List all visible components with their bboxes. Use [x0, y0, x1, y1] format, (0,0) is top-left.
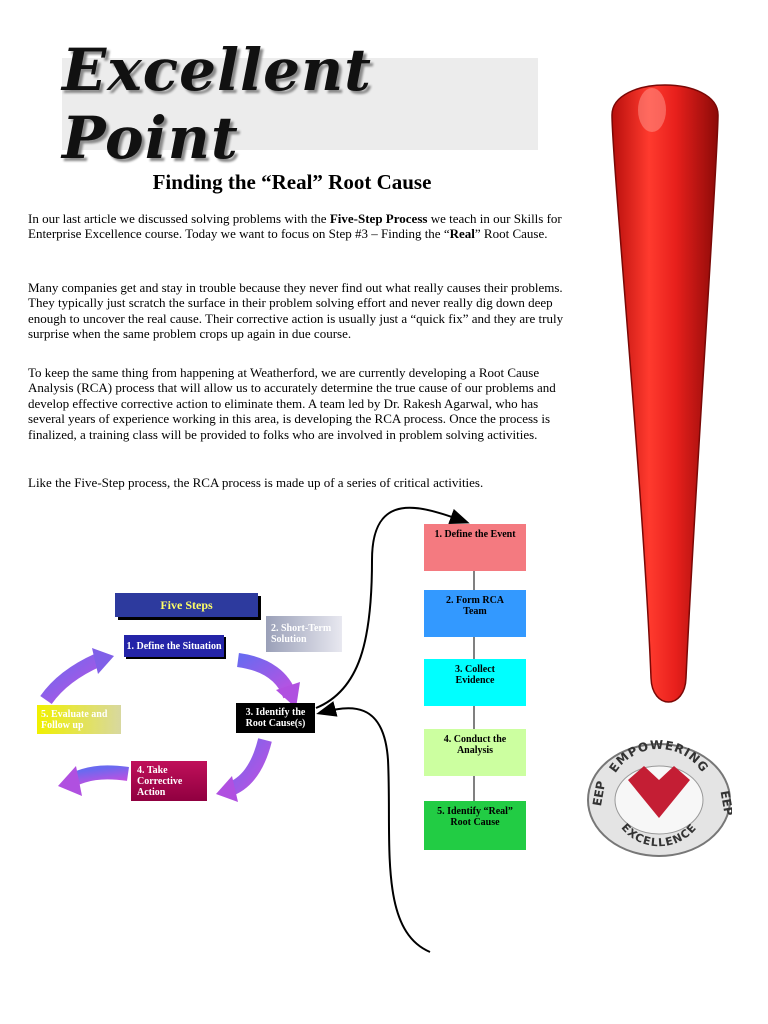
banner-text: Excellent Point [62, 36, 372, 172]
cycle-arrow-3-to-4 [225, 738, 272, 797]
rca-step-identify-real-root: 5. Identify “Real” Root Cause [424, 801, 526, 850]
exclamation-mark-graphic [611, 84, 719, 703]
step-evaluate-label: 5. Evaluate and Follow up [41, 708, 108, 731]
rca-step-5-label: 5. Identify “Real” Root Cause [437, 806, 513, 828]
cycle-arrow-4-to-5 [69, 765, 129, 787]
step-evaluate-follow-up: 5. Evaluate and Follow up [37, 705, 121, 734]
step-short-term-label: 2. Short-Term Solution [271, 623, 332, 645]
rca-step-4-label: 4. Conduct the Analysis [443, 734, 507, 756]
step-define-situation-label: 1. Define the Situation [126, 640, 222, 652]
heart-icon [628, 766, 690, 818]
step-short-term-solution: 2. Short-Term Solution [266, 616, 342, 652]
rca-step-define-event: 1. Define the Event [424, 524, 526, 571]
rca-step-collect-evidence: 3. Collect Evidence [424, 659, 526, 706]
rca-step-3-label: 3. Collect Evidence [455, 664, 495, 686]
step-identify-root-cause-label: 3. Identify the Root Cause(s) [245, 707, 306, 729]
step-corrective-action: 4. Take Corrective Action [131, 761, 207, 801]
five-steps-title-text: Five Steps [160, 597, 213, 612]
p1-text-e: ” Root Cause. [474, 226, 548, 242]
paragraph-4: Like the Five-Step process, the RCA proc… [28, 475, 484, 490]
p1-bold-real: Real [449, 226, 475, 242]
curve-to-define-event [315, 506, 470, 709]
p1-bold-five-step: Five-Step Process [329, 211, 428, 226]
rca-step-2-label: 2. Form RCA Team [445, 595, 505, 617]
paragraph-1: In our last article we discussed solving… [28, 211, 573, 242]
rca-step-form-team: 2. Form RCA Team [424, 590, 526, 637]
p1-text-c: we teach in our Skills for Enterprise Ex… [28, 211, 562, 242]
excellent-point-banner: Excellent Point [62, 36, 538, 172]
paragraph-3: To keep the same thing from happening at… [28, 365, 556, 442]
curve-back-to-root-cause [316, 701, 431, 953]
logo-right-text: EEP [718, 790, 732, 817]
rca-step-1-label: 1. Define the Event [434, 529, 516, 540]
article-title: Finding the “Real” Root Cause [152, 170, 432, 194]
eep-logo: EMPOWERING EXCELLENCE EEP EEP [587, 738, 732, 857]
rca-step-conduct-analysis: 4. Conduct the Analysis [424, 729, 526, 776]
step-corrective-action-label: 4. Take Corrective Action [137, 764, 183, 798]
logo-left-text: EEP [590, 780, 608, 807]
p1-text-a: In our last article we discussed solving… [28, 211, 330, 226]
paragraph-2: Many companies get and stay in trouble b… [28, 280, 564, 342]
flow-diagram-arrows [40, 506, 475, 953]
step-define-situation: 1. Define the Situation [124, 635, 224, 657]
cycle-arrow-5-to-1 [40, 653, 101, 705]
five-steps-title: Five Steps [115, 593, 258, 617]
step-identify-root-cause: 3. Identify the Root Cause(s) [236, 703, 315, 733]
